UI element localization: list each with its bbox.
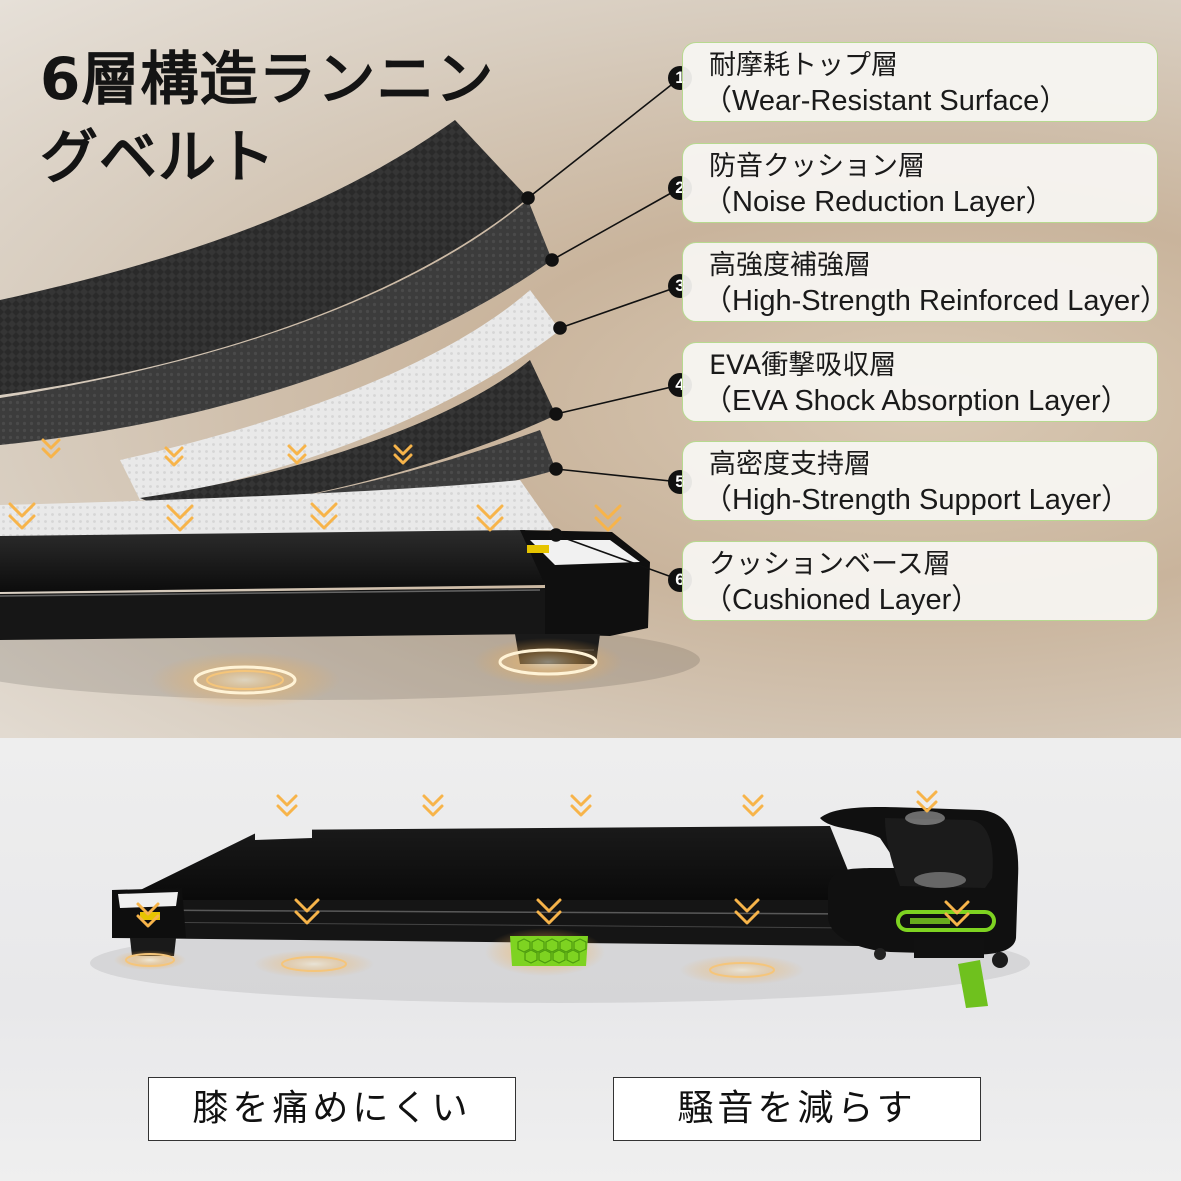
layer-name-en: （Cushioned Layer） xyxy=(703,584,981,616)
layer-1-sheet xyxy=(0,120,528,395)
layer-6-sheet xyxy=(0,480,555,538)
layer-name-jp: 高密度支持層 xyxy=(709,449,871,480)
down-chevron-icon xyxy=(276,794,298,817)
layer-2-sheet xyxy=(0,200,552,445)
green-wheel-handle xyxy=(958,960,988,1008)
layer-name-en: （EVA Shock Absorption Layer） xyxy=(703,385,1130,417)
benefit-noise-label: 騒音を減らす xyxy=(613,1077,981,1141)
layer-3-sheet xyxy=(120,290,560,500)
down-chevron-icon xyxy=(294,898,320,925)
treadmill-illustration xyxy=(90,790,1030,1008)
down-chevron-icon xyxy=(287,444,307,465)
layer-name-en: （High-Strength Reinforced Layer） xyxy=(703,285,1169,317)
layer-name-jp: 高強度補強層 xyxy=(709,250,871,281)
down-chevron-icon xyxy=(570,794,592,817)
treadmill-belt xyxy=(120,826,860,900)
down-chevron-icon xyxy=(536,898,562,925)
layer-name-jp: 耐摩耗トップ層 xyxy=(709,50,898,81)
layer-callout-6: クッションベース層 （Cushioned Layer） xyxy=(682,541,1158,621)
down-chevron-icon xyxy=(393,444,413,465)
down-chevron-icon xyxy=(594,504,622,532)
down-chevron-icon xyxy=(422,794,444,817)
layer-name-en: （Noise Reduction Layer） xyxy=(703,186,1055,218)
layer-name-jp: EVA衝撃吸収層 xyxy=(709,350,897,381)
glow-ring-icon xyxy=(473,638,623,686)
layer-callout-3: 高強度補強層 （High-Strength Reinforced Layer） xyxy=(682,242,1169,322)
down-chevron-icon xyxy=(944,900,970,927)
benefit-knee-label: 膝を痛めにくい xyxy=(148,1077,516,1141)
down-chevron-icon xyxy=(136,902,160,928)
layer-name-jp: クッションベース層 xyxy=(709,549,951,580)
page-title: 6層構造ランニングベルト xyxy=(40,45,495,191)
glow-ring-icon xyxy=(114,950,186,970)
layer-callout-1: 耐摩耗トップ層 （Wear-Resistant Surface） xyxy=(682,42,1158,122)
honeycomb-shock-absorber xyxy=(485,928,605,976)
layer-name-en: （High-Strength Support Layer） xyxy=(703,484,1131,516)
glow-ring-icon xyxy=(150,652,340,708)
glow-ring-icon xyxy=(254,950,374,978)
green-accent xyxy=(896,910,996,932)
glow-ring-icon xyxy=(680,955,804,985)
layer-name-jp: 防音クッション層 xyxy=(709,151,925,182)
down-chevron-icon xyxy=(164,446,184,467)
layer-structure-panel: 6層構造ランニングベルト 1 2 3 4 5 6 耐摩耗トップ層 （Wear-R… xyxy=(0,0,1181,738)
treadmill-layers-illustration xyxy=(0,77,700,708)
down-chevron-icon xyxy=(310,502,338,530)
down-chevron-icon xyxy=(734,898,760,925)
treadmill-deck xyxy=(0,530,545,592)
down-chevron-icon xyxy=(476,504,504,532)
layer-name-en: （Wear-Resistant Surface） xyxy=(703,85,1069,117)
down-chevron-icon xyxy=(8,502,36,530)
down-chevron-icon xyxy=(742,794,764,817)
down-chevron-icon xyxy=(916,790,938,813)
down-chevron-icon xyxy=(41,438,61,459)
layer-callout-5: 高密度支持層 （High-Strength Support Layer） xyxy=(682,441,1158,521)
layer-callout-4: EVA衝撃吸収層 （EVA Shock Absorption Layer） xyxy=(682,342,1158,422)
down-chevron-icon xyxy=(166,504,194,532)
layer-callout-2: 防音クッション層 （Noise Reduction Layer） xyxy=(682,143,1158,223)
